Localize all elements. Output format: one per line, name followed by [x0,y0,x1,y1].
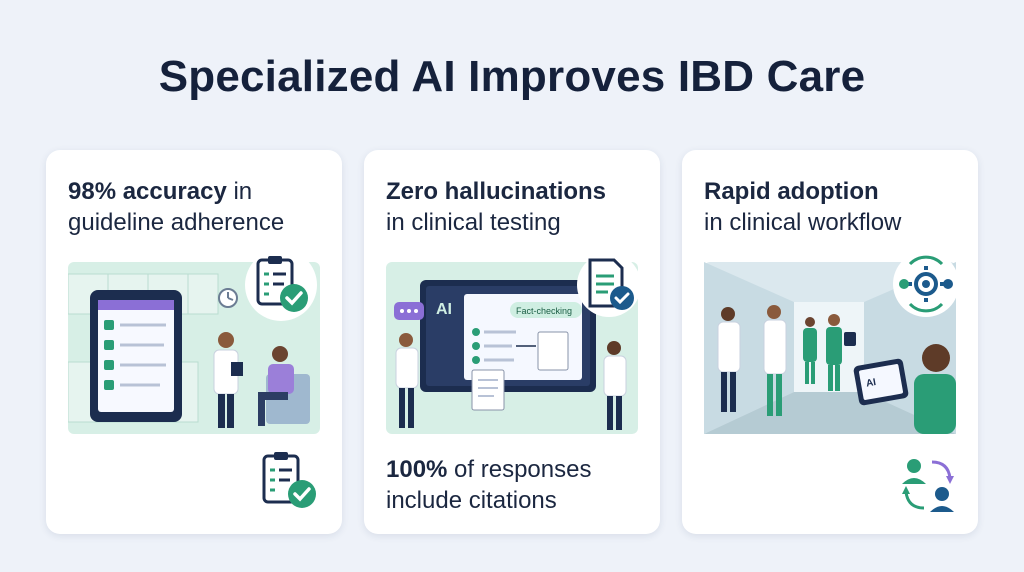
card-hallucinations: Zero hallucinations in clinical testing … [364,150,660,534]
team-gear-icon [893,251,959,317]
tablet-ai-label: AI [865,377,877,390]
card-hallucinations-footer-line2: include citations [386,487,557,514]
card-adoption: Rapid adoption in clinical workflow [682,150,978,534]
staff-figure-1 [717,307,741,412]
page-title: Specialized AI Improves IBD Care [158,52,866,101]
card-accuracy-headline-line2: guideline adherence [68,209,285,236]
fact-check-illustration: AI Fact-checking [386,253,641,434]
fact-check-scene: AI Fact-checking [386,262,638,434]
screen-ai-label: AI [436,301,452,318]
document-check-icon [577,253,641,317]
hospital-hallway-illustration: AI [704,251,959,434]
clipboard-check-icon [245,249,317,321]
clipboard-check-icon [262,452,316,508]
clinic-illustration [68,249,320,434]
card-adoption-headline: Rapid adoption in clinical workflow [704,176,970,238]
doctor-figure-right [603,341,627,430]
user-exchange-icon [902,459,954,512]
card-accuracy: 98% accuracy in guideline adherence [46,150,342,534]
card-hallucinations-footer-bold: 100% [386,456,448,483]
card-hallucinations-footer-rest: of responses [447,456,592,483]
staff-figure-4 [826,314,856,391]
doctor-figure-left [395,333,419,428]
card-accuracy-headline: 98% accuracy in guideline adherence [68,176,334,238]
nurse-with-tablet: AI [853,344,956,434]
doctor-figure [213,332,243,428]
fact-checking-tag: Fact-checking [516,306,572,316]
card-adoption-headline-line2: in clinical workflow [704,209,902,236]
card-adoption-headline-bold: Rapid adoption [704,178,879,205]
staff-figure-2 [763,305,787,416]
card-hallucinations-headline-bold: Zero hallucinations [386,178,607,205]
tablet-checklist-icon [90,290,182,422]
hallway-scene: AI [704,262,956,434]
patient-figure [258,346,310,426]
card-hallucinations-footer: 100% of responses include citations [386,454,652,516]
clock-icon [218,288,238,308]
card-accuracy-headline-bold: 98% accuracy [68,178,227,205]
chat-bubble-icon [394,302,424,320]
staff-figure-3 [803,317,817,384]
card-hallucinations-headline: Zero hallucinations in clinical testing [386,176,652,238]
card-hallucinations-headline-line2: in clinical testing [386,209,561,236]
card-accuracy-headline-rest: in [226,178,253,205]
